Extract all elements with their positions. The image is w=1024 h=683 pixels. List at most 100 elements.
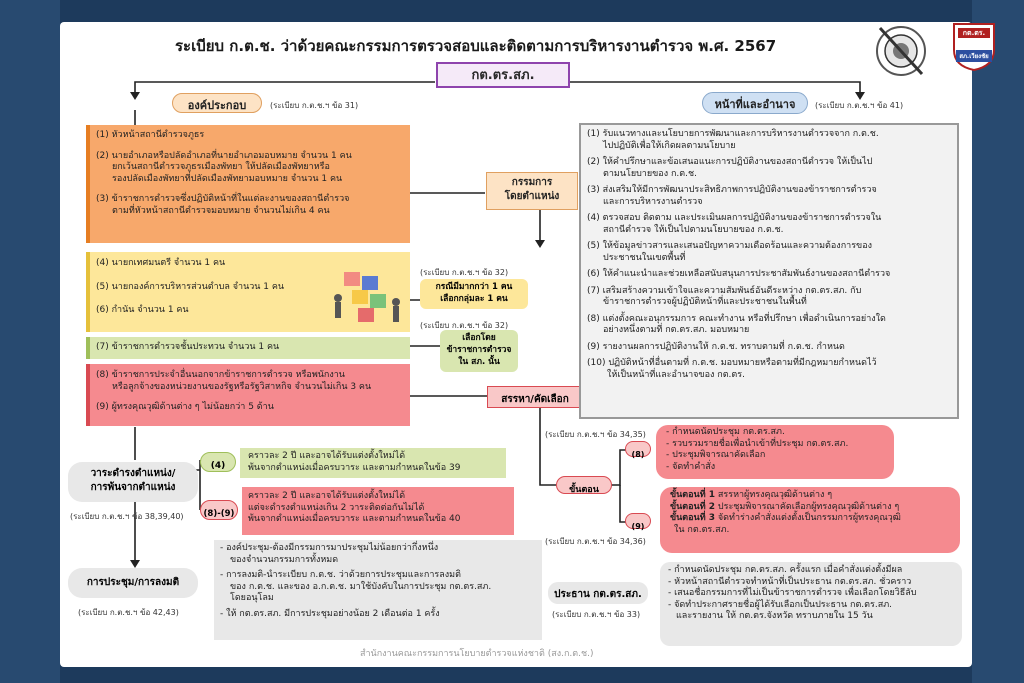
steps8-item-1: - กำหนดนัดประชุม กต.ตร.สภ. xyxy=(666,427,785,437)
duty-3: (3) ส่งเสริมให้มีการพัฒนาประสิทธิภาพการป… xyxy=(587,185,877,195)
chair-ref: (ระเบียบ ก.ต.ช.ฯ ข้อ 33) xyxy=(552,610,641,619)
steps8-label: (8) xyxy=(631,450,645,459)
comp-item-7: (7) ข้าราชการตำรวจชั้นประทวน จำนวน 1 คน xyxy=(96,342,280,352)
kt-tr-spk-label: กต.ตร.สภ. xyxy=(471,68,535,83)
step9-2-text: ประชุมพิจารณาคัดเลือกผู้ทรงคุณวุฒิด้านต่… xyxy=(715,501,900,512)
duty-7b: ข้าราชการตำรวจผู้ปฏิบัติหน้าที่และประชาช… xyxy=(603,297,807,307)
term-ref: (ระเบียบ ก.ต.ช.ฯ ข้อ 38,39,40) xyxy=(70,512,184,521)
chair-2: - หัวหน้าสถานีตำรวจทำหน้าที่เป็นประธาน ก… xyxy=(668,576,912,587)
ref-32-a: (ระเบียบ ก.ต.ช.ฯ ข้อ 32) xyxy=(420,268,509,277)
recruit-box: สรรหา/คัดเลือก xyxy=(487,386,583,408)
by-position-box: กรรมการ โดยตำแหน่ง xyxy=(486,172,578,210)
footer-text: สำนักงานคณะกรรมการนโยบายตำรวจแห่งชาติ (ส… xyxy=(360,649,594,659)
term-line1: วาระดำรงตำแหน่ง/ xyxy=(90,468,176,479)
composition-header: องค์ประกอบ xyxy=(172,93,262,113)
chair-4b: และรายงาน ให้ กต.ตร.จังหวัด ทราบภายใน 15… xyxy=(676,611,873,621)
step9-3: ขั้นตอนที่ 3 จัดทำร่างคำสั่งแต่งตั้งเป็น… xyxy=(670,513,950,525)
step9-1: ขั้นตอนที่ 1 สรรหาผู้ทรงคุณวุฒิด้านต่าง … xyxy=(670,490,950,502)
case-more-box: กรณีมีมากกว่า 1 คน เลือกกลุ่มละ 1 คน xyxy=(420,279,528,309)
composition-red-box: (8) ข้าราชการประจำอื่นนอกจากข้าราชการตำร… xyxy=(86,364,410,426)
composition-label: องค์ประกอบ xyxy=(187,99,247,112)
duties-header: หน้าที่และอำนาจ xyxy=(702,92,808,114)
duty-10: (10) ปฏิบัติหน้าที่อื่นตามที่ ก.ต.ช. มอบ… xyxy=(587,358,877,368)
puzzle-illustration xyxy=(330,268,406,330)
meeting-1: - องค์ประชุม-ต้องมีกรรมการมาประชุมไม่น้อ… xyxy=(220,543,439,553)
step9-4-text: ใน กต.ตร.สภ. xyxy=(674,524,730,535)
by-position-line1: กรรมการ xyxy=(511,177,553,188)
term89-line3: พ้นจากตำแหน่งเมื่อครบวาระ และตามกำหนดในข… xyxy=(248,514,461,524)
duty-4b: สถานีตำรวจ ให้เป็นไปตามนโยบายของ ก.ต.ช. xyxy=(603,224,784,235)
term4-line1: คราวละ 2 ปี และอาจได้รับแต่งตั้งใหม่ได้ xyxy=(248,451,406,461)
meeting-label: การประชุม/การลงมติ xyxy=(86,577,180,588)
duties-ref: (ระเบียบ ก.ต.ช.ฯ ข้อ 41) xyxy=(815,101,904,110)
duties-list-box: (1) รับแนวทางและนโยบายการพัฒนาและการบริห… xyxy=(579,123,959,419)
term-line2: การพ้นจากตำแหน่ง xyxy=(90,482,176,493)
ref-34-35: (ระเบียบ ก.ต.ช.ฯ ข้อ 34,35) xyxy=(545,430,646,439)
choose-police-line2: ข้าราชการตำรวจ xyxy=(446,345,512,355)
duty-6: (6) ให้คำแนะนำและช่วยเหลือสนับสนุนการประ… xyxy=(587,269,891,279)
duty-2b: ตามนโยบายของ ก.ต.ช. xyxy=(603,168,697,179)
term89-line1: คราวละ 2 ปี และอาจได้รับแต่งตั้งใหม่ได้ xyxy=(248,491,406,501)
step9-2: ขั้นตอนที่ 2 ประชุมพิจารณาคัดเลือกผู้ทรง… xyxy=(670,502,950,514)
steps8-item-3: - ประชุมพิจารณาคัดเลือก xyxy=(666,450,766,460)
comp-item-2: (2) นายอำเภอหรือปลัดอำเภอที่นายอำเภอมอบห… xyxy=(96,150,352,161)
comp-item-5: (5) นายกองค์การบริหารส่วนตำบล จำนวน 1 คน xyxy=(96,281,285,292)
choose-police-line1: เลือกโดย xyxy=(462,333,496,343)
duty-8b: อย่างหนึ่งตามที่ กต.ตร.สภ. มอบหมาย xyxy=(603,325,750,335)
meeting-3: - ให้ กต.ตร.สภ. มีการประชุมอย่างน้อย 2 เ… xyxy=(220,608,440,619)
steps8-item-4: - จัดทำคำสั่ง xyxy=(666,461,716,472)
ref-34-36: (ระเบียบ ก.ต.ช.ฯ ข้อ 34,36) xyxy=(545,537,646,546)
logo-bottom-text: สภ.เวียงชัย xyxy=(959,53,989,60)
choose-police-box: เลือกโดย ข้าราชการตำรวจ ใน สภ. นั้น xyxy=(440,330,518,372)
step9-2-head: ขั้นตอนที่ 2 xyxy=(670,501,716,512)
steps9-box: ขั้นตอนที่ 1 สรรหาผู้ทรงคุณวุฒิด้านต่าง … xyxy=(660,487,960,553)
chair-4: - จัดทำประกาศรายชื่อผู้ได้รับเลือกเป็นปร… xyxy=(668,599,892,610)
chair-1: - กำหนดนัดประชุม กต.ตร.สภ. ครั้งแรก เมื่… xyxy=(668,565,903,575)
case-more-line1: กรณีมีมากกว่า 1 คน xyxy=(435,282,513,292)
case-more-line2: เลือกกลุ่มละ 1 คน xyxy=(440,294,508,304)
composition-ref: (ระเบียบ ก.ต.ช.ฯ ข้อ 31) xyxy=(270,101,359,110)
chair-3: - เสนอชื่อกรรมการที่ไม่เป็นข้าราชการตำรว… xyxy=(668,588,917,598)
comp-item-4: (4) นายกเทศมนตรี จำนวน 1 คน xyxy=(96,258,226,268)
comp-item-8b: หรือลูกจ้างของหน่วยงานของรัฐหรือรัฐวิสาห… xyxy=(112,381,372,392)
composition-green-box: (7) ข้าราชการตำรวจชั้นประทวน จำนวน 1 คน xyxy=(86,337,410,359)
logo-top-text: กต.ตร. xyxy=(962,29,986,37)
steps8-item-2: - รวบรวมรายชื่อเพื่อนำเข้าที่ประชุม กต.ต… xyxy=(666,438,849,449)
comp-item-6: (6) กำนัน จำนวน 1 คน xyxy=(96,305,189,315)
duty-1b: ไปปฏิบัติเพื่อให้เกิดผลตามนโยบาย xyxy=(603,140,736,151)
duty-5b: ประชาชนในเขตพื้นที่ xyxy=(603,252,686,263)
meeting-2c: โดยอนุโลม xyxy=(230,593,274,603)
meeting-list-box: - องค์ประชุม-ต้องมีกรรมการมาประชุมไม่น้อ… xyxy=(214,540,542,640)
steps8-box: - กำหนดนัดประชุม กต.ตร.สภ. - รวบรวมรายชื… xyxy=(656,425,894,479)
kt-tr-shield-logo: กต.ตร. สภ.เวียงชัย xyxy=(950,20,998,72)
steps9-label: (9) xyxy=(631,522,645,531)
duty-7: (7) เสริมสร้างความเข้าใจและความสัมพันธ์อ… xyxy=(587,285,862,296)
steps-box: ขั้นตอน xyxy=(556,476,612,495)
steps8-label-box: (8) xyxy=(625,441,651,459)
comp-item-8: (8) ข้าราชการประจำอื่นนอกจากข้าราชการตำร… xyxy=(96,370,345,380)
police-station-logo xyxy=(874,24,928,78)
composition-orange-box: (1) หัวหน้าสถานีตำรวจภูธร (2) นายอำเภอหร… xyxy=(86,125,410,243)
duty-3b: และการบริหารงานตำรวจ xyxy=(603,196,703,207)
comp-item-2c: รองปลัดเมืองพัทยาที่ปลัดเมืองพัทยามอบหมา… xyxy=(112,173,343,184)
recruit-label: สรรหา/คัดเลือก xyxy=(501,394,569,405)
by-position-line2: โดยตำแหน่ง xyxy=(504,191,560,202)
step9-1-text: สรรหาผู้ทรงคุณวุฒิด้านต่าง ๆ xyxy=(715,490,833,500)
kt-tr-spk-box: กต.ตร.สภ. xyxy=(436,62,570,88)
meeting-box: การประชุม/การลงมติ xyxy=(68,568,198,598)
duty-9: (9) รายงานผลการปฏิบัติงานให้ ก.ต.ช. ทราบ… xyxy=(587,341,845,352)
meeting-ref: (ระเบียบ ก.ต.ช.ฯ ข้อ 42,43) xyxy=(78,608,179,617)
term4-label-box: (4) xyxy=(200,452,236,472)
steps-label: ขั้นตอน xyxy=(569,485,599,495)
term-box: วาระดำรงตำแหน่ง/ การพ้นจากตำแหน่ง xyxy=(68,462,198,502)
term89-label: (8)-(9) xyxy=(203,509,235,519)
duties-label: หน้าที่และอำนาจ xyxy=(714,98,796,111)
term89-box: คราวละ 2 ปี และอาจได้รับแต่งตั้งใหม่ได้ … xyxy=(242,487,514,535)
term4-line2: พ้นจากตำแหน่งเมื่อครบวาระ และตามกำหนดในข… xyxy=(248,462,461,473)
comp-item-3: (3) ข้าราชการตำรวจซึ่งปฏิบัติหน้าที่ในแต… xyxy=(96,194,350,204)
choose-police-line3: ใน สภ. นั้น xyxy=(458,357,500,367)
step9-4: ใน กต.ตร.สภ. xyxy=(670,525,950,537)
page-title: ระเบียบ ก.ต.ช. ว่าด้วยคณะกรรมการตรวจสอบแ… xyxy=(175,37,777,55)
chair-label: ประธาน กต.ตร.สภ. xyxy=(554,589,642,600)
steps9-label-box: (9) xyxy=(625,513,651,531)
